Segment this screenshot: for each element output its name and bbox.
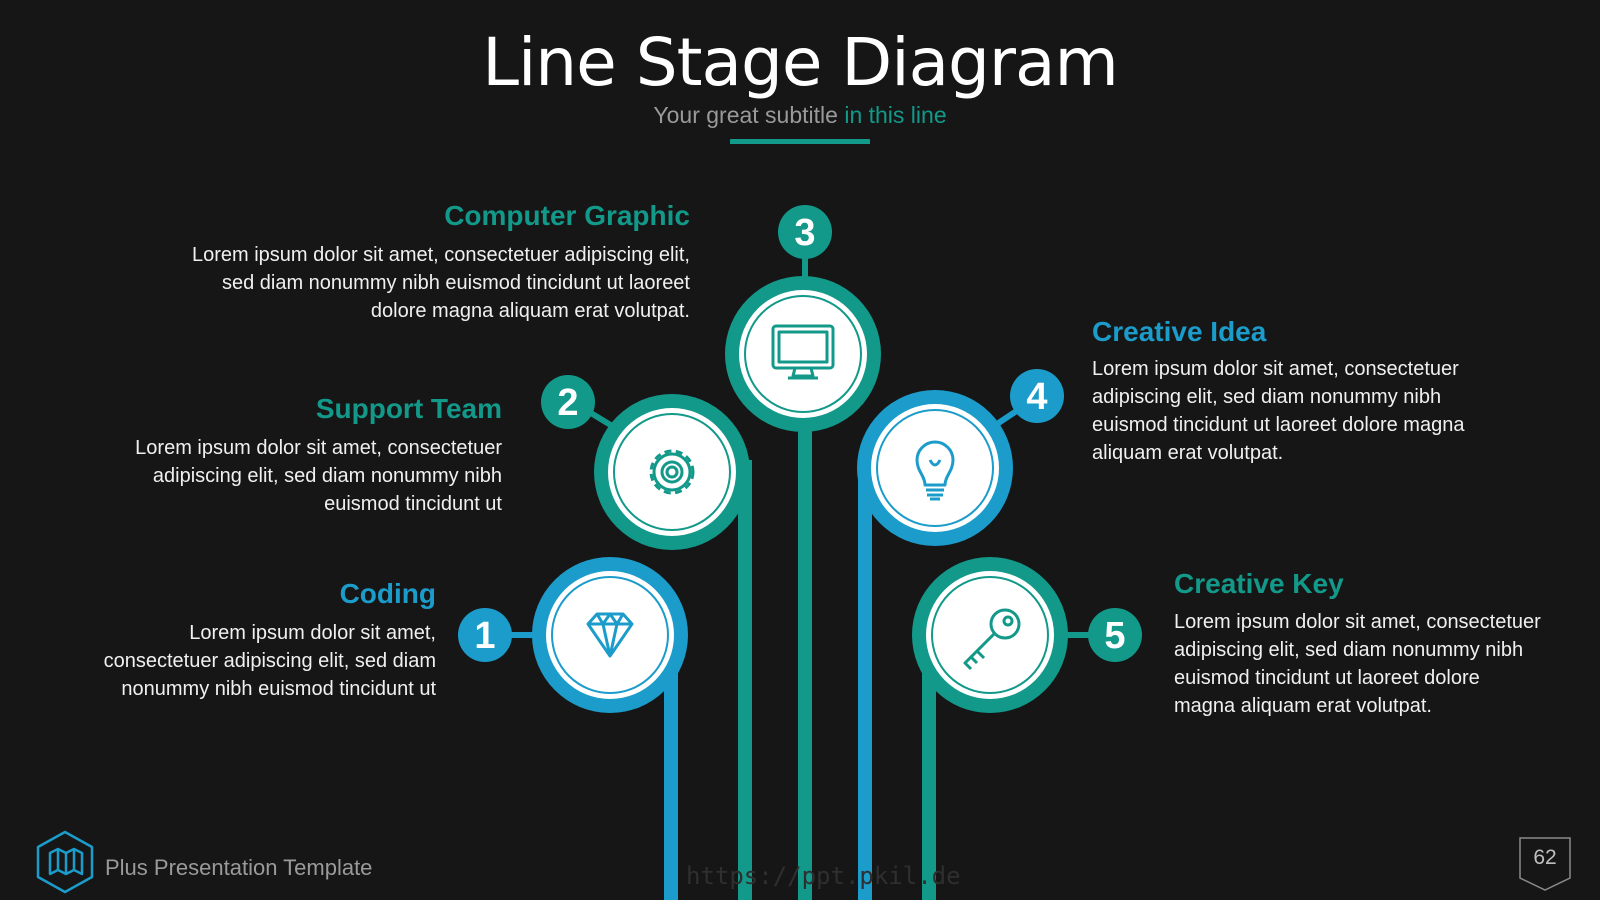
lightbulb-icon [915,440,955,501]
subtitle-accent: in this line [844,102,947,128]
map-icon [36,830,94,894]
stem-3 [798,345,812,900]
stage-3-badge: 3 [778,205,832,259]
stage-3-title: Computer Graphic [444,200,690,231]
stage-1-node [532,557,688,713]
stage-2-node [594,394,750,550]
stage-1-title: Coding [339,578,436,609]
stem-1 [664,620,678,900]
stage-3-number: 3 [794,212,815,254]
page-title: Line Stage Diagram [482,24,1119,101]
stage-1-badge: 1 [458,608,512,662]
stage-4-badge: 4 [1010,369,1064,423]
monitor-icon [771,324,835,380]
title-underline [730,139,870,144]
page-subtitle: Your great subtitle in this line [0,102,1600,129]
page-number: 62 [1533,846,1557,869]
stage-2-description: Lorem ipsum dolor sit amet, consectetuer… [135,437,502,515]
stem-4 [858,460,872,900]
stage-2-number: 2 [557,382,578,424]
stage-5-number: 5 [1104,615,1125,657]
stage-4-node [857,390,1013,546]
stage-1-number: 1 [474,615,495,657]
page-number-frame [1519,837,1571,891]
stage-5-title: Creative Key [1174,568,1344,599]
stage-4-description: Lorem ipsum dolor sit amet, consectetuer… [1092,358,1465,464]
subtitle-prefix: Your great subtitle [653,102,845,128]
stage-1-description: Lorem ipsum dolor sit amet, consectetuer… [103,622,436,700]
footer-template-name: Plus Presentation Template [105,855,373,880]
stage-5-node [912,557,1068,713]
stage-4-number: 4 [1026,376,1047,418]
key-icon [963,608,1021,671]
stage-4-title: Creative Idea [1092,316,1267,347]
diamond-icon [586,612,634,658]
stem-5 [922,620,936,900]
stage-2-title: Support Team [315,393,502,424]
stage-2-badge: 2 [541,375,595,429]
stem-2 [738,460,752,900]
gear-icon [649,449,695,495]
stage-3-node [725,276,881,432]
stage-5-description: Lorem ipsum dolor sit amet, consectetuer… [1174,611,1541,717]
stage-3-description: Lorem ipsum dolor sit amet, consectetuer… [191,244,690,322]
stage-5-badge: 5 [1088,608,1142,662]
watermark-text: https://ppt.pkil.de [686,862,961,890]
